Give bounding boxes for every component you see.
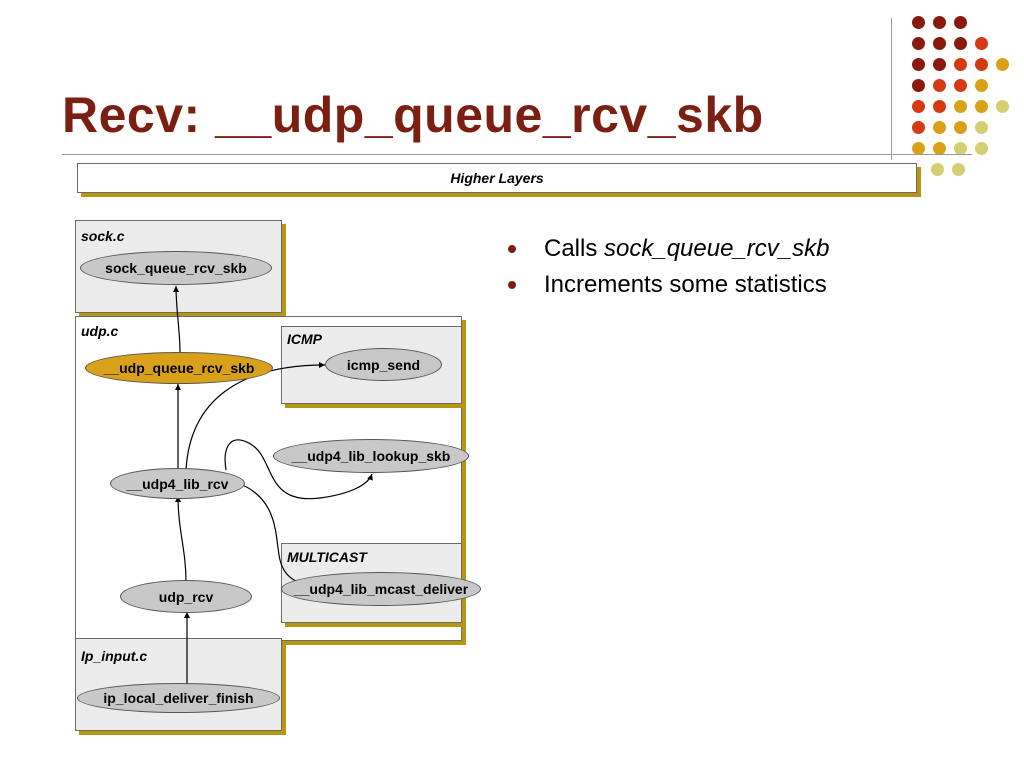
decorative-dot <box>931 163 944 176</box>
decorative-dot <box>933 142 946 155</box>
node-udp-rcv: udp_rcv <box>120 580 252 613</box>
slide-title: Recv: __udp_queue_rcv_skb <box>62 87 764 143</box>
icmp-label: ICMP <box>287 331 322 347</box>
decorative-dot <box>933 58 946 71</box>
decorative-dot <box>933 16 946 29</box>
title-underline <box>62 154 972 155</box>
decorative-dot <box>975 58 988 71</box>
decorative-dot <box>975 79 988 92</box>
sock-c-label: sock.c <box>81 228 125 244</box>
decorative-dot <box>933 37 946 50</box>
node-sock-queue-rcv-skb: sock_queue_rcv_skb <box>80 251 272 285</box>
arrow-udp-rcv-to-lib-rcv <box>175 495 187 582</box>
multicast-label: MULTICAST <box>287 549 367 565</box>
decorative-dot <box>912 121 925 134</box>
decorative-dot <box>954 16 967 29</box>
node-icmp-send: icmp_send <box>325 348 442 381</box>
arrow-lib-rcv-to-lookup <box>224 439 373 500</box>
decorative-dot <box>975 142 988 155</box>
bullet-item: Calls sock_queue_rcv_skb <box>504 233 829 269</box>
decorative-dot <box>975 121 988 134</box>
bullet-text: Calls <box>544 235 605 262</box>
decorative-dot <box>912 16 925 29</box>
decorative-dot <box>954 100 967 113</box>
node-udp4-lib-mcast-deliver: __udp4_lib_mcast_deliver <box>281 572 481 606</box>
arrow-queue-to-sock <box>173 285 181 354</box>
decorative-dot <box>933 121 946 134</box>
decorative-dot <box>975 100 988 113</box>
decorative-dot <box>954 37 967 50</box>
decorative-dot <box>912 58 925 71</box>
node-udp4-lib-rcv: __udp4_lib_rcv <box>110 468 245 499</box>
decorative-dot <box>954 58 967 71</box>
decorative-dot <box>954 121 967 134</box>
bullet-emphasis: sock_queue_rcv_skb <box>604 235 830 262</box>
node-udp-queue-rcv-skb: __udp_queue_rcv_skb <box>85 352 273 384</box>
ip-input-c-label: Ip_input.c <box>81 648 148 664</box>
decorative-dot <box>912 100 925 113</box>
node-ip-local-deliver-finish: ip_local_deliver_finish <box>77 683 280 713</box>
decorative-dot <box>912 79 925 92</box>
decorative-dot <box>933 79 946 92</box>
udp-c-label: udp.c <box>81 323 119 339</box>
higher-layers-bar: Higher Layers <box>77 163 917 193</box>
bullet-dot-icon <box>508 245 516 253</box>
decorative-dot <box>996 58 1009 71</box>
decorative-dot <box>933 100 946 113</box>
decorative-dot <box>996 100 1009 113</box>
decorative-dot <box>954 142 967 155</box>
bullet-list: Calls sock_queue_rcv_skb Increments some… <box>504 233 829 305</box>
bullet-item: Increments some statistics <box>504 269 829 305</box>
decorative-dot <box>912 37 925 50</box>
decorative-dot <box>975 37 988 50</box>
arrow-lib-rcv-to-icmp <box>185 362 326 471</box>
decorative-dot <box>952 163 965 176</box>
bullet-text: Increments some statistics <box>544 271 827 298</box>
decorative-dot <box>912 142 925 155</box>
vertical-divider <box>891 18 892 160</box>
bullet-dot-icon <box>508 281 516 289</box>
node-udp4-lib-lookup-skb: __udp4_lib_lookup_skb <box>273 439 469 473</box>
decorative-dot <box>954 79 967 92</box>
